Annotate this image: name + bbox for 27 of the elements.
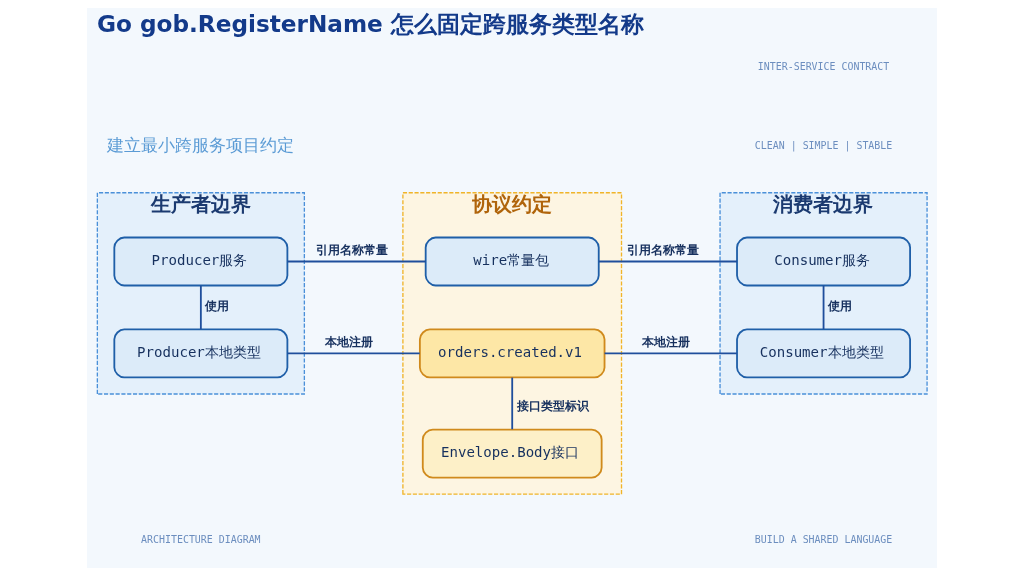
- connector: [286, 260, 427, 263]
- connector: [822, 284, 825, 331]
- node-box: Consumer服务: [736, 236, 911, 287]
- node-box: Envelope.Body接口: [421, 428, 603, 479]
- node-box: wire常量包: [424, 236, 600, 287]
- connector: [511, 376, 514, 431]
- label: INTER-SERVICE CONTRACT: [757, 61, 890, 73]
- edge-label: 使用: [205, 297, 230, 313]
- connector: [286, 352, 421, 355]
- connector: [598, 260, 738, 263]
- label: ARCHITECTURE DIAGRAM: [141, 534, 261, 546]
- edge-label: 本地注册: [325, 333, 374, 349]
- edge-label: 接口类型标识: [516, 397, 589, 413]
- node-box: orders.created.v1: [418, 328, 606, 379]
- diagram-title: Go gob.RegisterName 怎么固定跨服务类型名称: [96, 10, 644, 38]
- edge-label: 引用名称常量: [627, 242, 700, 258]
- edge-label: 本地注册: [642, 333, 691, 349]
- connector: [199, 284, 202, 331]
- label: CLEAN | SIMPLE | STABLE: [754, 139, 893, 151]
- label: BUILD A SHARED LANGUAGE: [754, 534, 893, 546]
- edge-label: 使用: [827, 297, 852, 313]
- node-box: Consumer本地类型: [736, 328, 911, 379]
- node-box: Producer服务: [113, 236, 289, 287]
- edge-label: 引用名称常量: [315, 242, 388, 258]
- node-box: Producer本地类型: [113, 328, 289, 379]
- label: 建立最小跨服务项目约定: [107, 135, 295, 155]
- connector: [603, 352, 738, 355]
